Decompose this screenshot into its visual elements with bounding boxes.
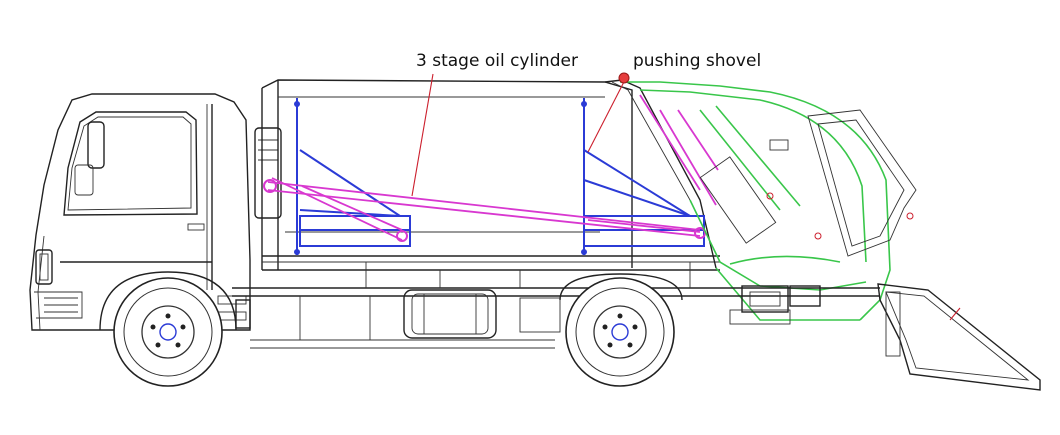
front-wheel [113,277,223,387]
cylinder-label: 3 stage oil cylinder [416,51,578,71]
rear-wheel-arch [559,273,683,301]
push-plate-frame [294,98,705,255]
compactor-body [261,79,720,271]
shovel-label: pushing shovel [633,51,761,71]
front-wheel-arch [99,271,237,331]
cylinder-callout-line [411,73,434,197]
rear-hopper [620,81,917,321]
shovel-callout-line [587,73,629,153]
shovel-callout-marker [618,72,630,84]
chassis [232,262,880,349]
oil-cylinder [263,94,719,242]
rear-wheel [565,277,675,387]
lift-bin [877,283,1041,391]
